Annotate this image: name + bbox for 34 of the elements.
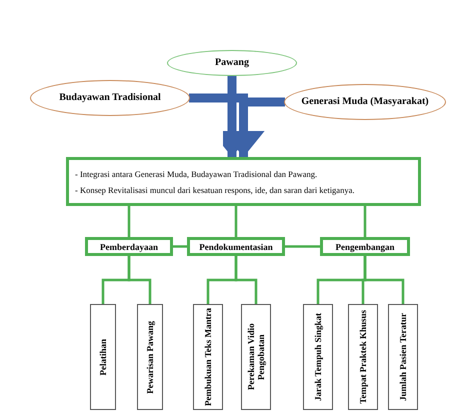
item-label: Pelatihan [98, 338, 108, 376]
connector-line [364, 206, 366, 237]
connector-line [234, 206, 238, 237]
item-label: Perekaman Vidio Pengobatan [246, 322, 266, 392]
category-label: Pengembangan [335, 242, 394, 252]
item-box [137, 304, 163, 410]
connector-line [285, 245, 320, 248]
item-box [348, 304, 378, 410]
node-label: Pawang [215, 57, 249, 69]
node-label: Budayawan Tradisional [59, 92, 161, 104]
item-label: Pewarisan Pawang [145, 320, 155, 394]
connector-line [234, 256, 258, 304]
item-box [193, 304, 223, 410]
item-box [241, 304, 271, 410]
category-box [320, 237, 410, 256]
item-box [388, 304, 418, 410]
item-label: Pembukuan Teks Mantra [203, 308, 213, 406]
item-label: Jumlah Pasien Teratur [398, 312, 408, 401]
connector-line [128, 256, 152, 304]
item-box [90, 304, 116, 410]
category-box [187, 237, 285, 256]
category-box [85, 237, 173, 256]
category-label: Pemberdayaan [100, 242, 158, 252]
summary-box [66, 157, 421, 206]
category-label: Pendokumentasian [199, 242, 273, 252]
item-box [303, 304, 333, 410]
connector-line [173, 245, 187, 248]
item-label: Jarak Tempuh Singkat [313, 312, 323, 402]
bullet-text: - Integrasi antara Generasi Muda, Budayawan Tradisional dan Pawang. [75, 168, 318, 178]
bullet-text: - Konsep Revitalisasi muncul dari kesatuan respons, ide, dan saran dari ketiganya. [75, 184, 356, 194]
connector-line [364, 256, 404, 304]
node-label: Generasi Muda (Masyarakat) [301, 96, 429, 108]
connector-line [128, 206, 130, 237]
item-label: Tempat Praktek Khusus [358, 310, 368, 404]
